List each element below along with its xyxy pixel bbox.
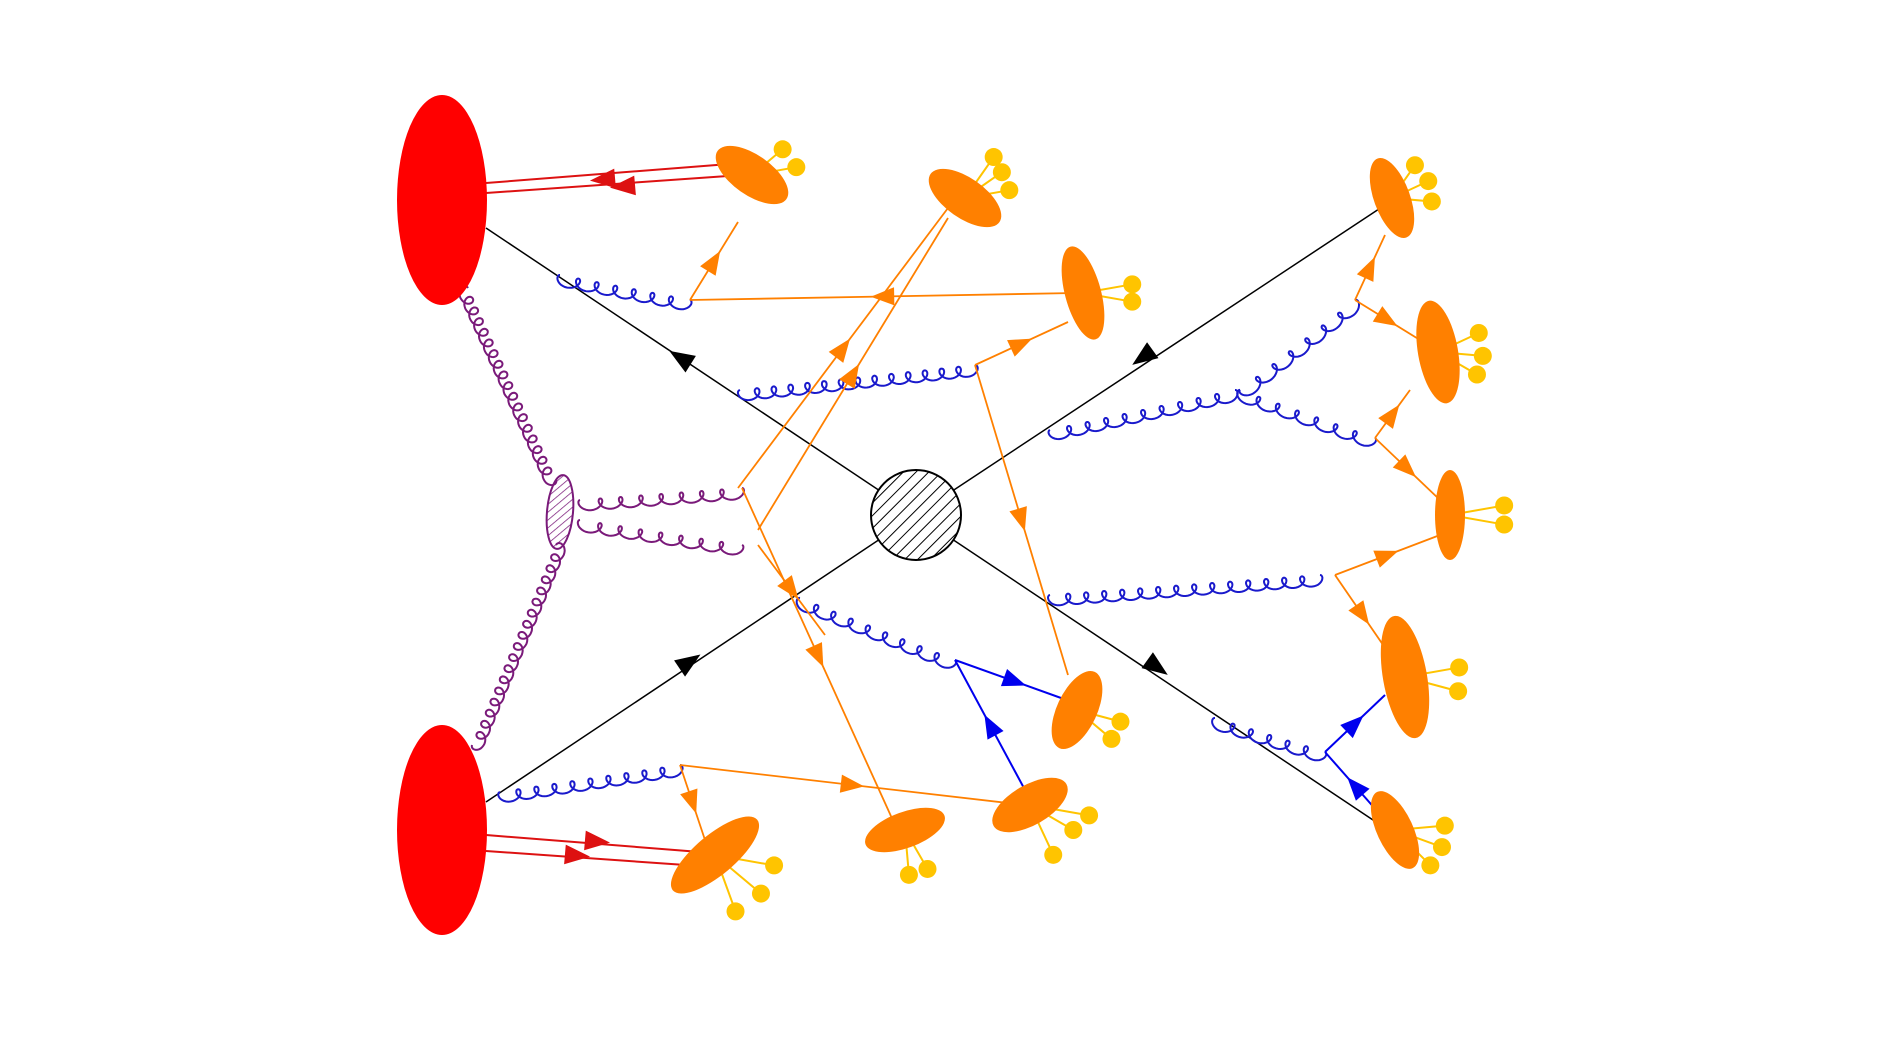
parton-line-5-arrowhead — [839, 364, 860, 389]
blue-quark-2-arrowhead — [984, 714, 1004, 740]
final-state-particle — [1419, 172, 1438, 191]
final-state-particle — [992, 163, 1011, 182]
final-state-particle — [1495, 515, 1514, 534]
final-state-particle — [1123, 275, 1142, 294]
final-state-particle — [1044, 845, 1063, 864]
parton-line-10-arrowhead — [680, 788, 698, 814]
beam-remnant-arrow-1 — [589, 168, 616, 189]
beam-remnant-arrow-2 — [609, 175, 636, 196]
final-state-particle — [918, 859, 937, 878]
hadron-cluster-3 — [1061, 246, 1105, 340]
final-state-particle — [1064, 821, 1083, 839]
parton-line-1-arrowhead — [700, 251, 721, 276]
hadron-cluster-2 — [928, 168, 1002, 228]
parton-line-12-arrowhead — [1372, 306, 1398, 327]
final-state-particle — [1123, 292, 1142, 311]
blue-quark-4-arrowhead — [1347, 777, 1370, 801]
parton-line-4-arrowhead — [828, 338, 851, 363]
final-state-particle — [1405, 156, 1424, 175]
incoming-quark-bottom — [485, 514, 917, 803]
final-state-particle — [1450, 658, 1469, 677]
final-state-particle — [1432, 838, 1451, 857]
hadron-cluster-9 — [1051, 671, 1103, 749]
parton-line-13-arrowhead — [1378, 404, 1400, 429]
final-state-particle — [1080, 806, 1099, 825]
final-state-particle — [1102, 729, 1121, 748]
final-state-particle — [899, 865, 918, 884]
parton-line-2-arrowhead — [870, 287, 895, 306]
final-state-particle — [726, 902, 745, 921]
gluon-5 — [1236, 388, 1377, 447]
hadron-cluster-4 — [1369, 158, 1415, 238]
final-state-particle — [787, 158, 806, 177]
final-state-particle — [1435, 816, 1454, 835]
proton-bottom — [397, 725, 487, 935]
gluon-8 — [497, 764, 684, 803]
hadron-cluster-11 — [865, 807, 945, 853]
quark-arrow-1 — [669, 350, 696, 373]
purple-gluon-bottom — [470, 542, 566, 751]
parton-line-9-arrowhead — [839, 774, 865, 793]
gluon-9 — [1211, 717, 1328, 762]
quark-arrow-4 — [1141, 652, 1168, 675]
outgoing-quark-lower — [915, 514, 1386, 829]
final-state-particle — [1422, 192, 1441, 211]
blue-quark-1-arrowhead — [1000, 668, 1027, 687]
quark-arrow-3 — [1132, 342, 1159, 365]
beam-remnant-bottom-2 — [485, 850, 701, 867]
final-state-particle — [1473, 346, 1492, 365]
beam-remnant-arrow-4 — [564, 844, 591, 865]
hadron-cluster-7 — [1380, 615, 1430, 739]
gluon-3 — [1047, 389, 1239, 441]
final-state-particle — [1421, 856, 1440, 875]
purple-gluon-out-2 — [576, 519, 745, 556]
hadron-cluster-10 — [992, 777, 1068, 833]
gluon-2 — [736, 364, 979, 402]
final-state-particle — [1467, 365, 1486, 384]
final-state-particle — [1495, 496, 1514, 515]
final-state-particle — [765, 856, 784, 875]
parton-line-8-arrowhead — [1009, 506, 1027, 532]
hadron-cluster-5 — [1416, 300, 1460, 404]
final-state-particle — [984, 148, 1003, 167]
final-state-particle — [773, 140, 792, 159]
parton-line-7-arrowhead — [777, 575, 799, 600]
parton-line-3-arrowhead — [1007, 338, 1033, 357]
purple-gluon-out-1 — [577, 487, 746, 512]
gluon-6 — [1046, 574, 1324, 607]
quark-arrow-2 — [674, 654, 701, 677]
final-state-particle — [1000, 181, 1019, 200]
secondary-interaction-blob — [545, 474, 575, 550]
parton-line-14-arrowhead — [1392, 454, 1416, 478]
gluon-1 — [556, 274, 693, 311]
beam-remnant-arrow-3 — [584, 830, 611, 851]
blue-quark-3-arrowhead — [1340, 715, 1364, 739]
shape-layer — [397, 95, 1514, 935]
hadron-cluster-1 — [715, 145, 789, 205]
proton-top — [397, 95, 487, 305]
purple-gluon-top — [458, 285, 558, 487]
final-state-particle — [1469, 323, 1488, 342]
parton-line-16-arrowhead — [1348, 600, 1370, 625]
final-state-particle — [751, 884, 770, 903]
hadron-cluster-8 — [1370, 791, 1420, 869]
gluon-7 — [795, 596, 958, 669]
arrow-layer — [564, 168, 1416, 865]
gluon-4 — [1238, 298, 1360, 397]
hadron-cluster-6 — [1435, 470, 1465, 560]
parton-line-11-arrowhead — [1356, 256, 1375, 282]
hard-scattering-blob — [870, 469, 962, 561]
hadron-cluster-12 — [670, 816, 760, 894]
final-state-particle — [1449, 682, 1468, 701]
final-state-particle — [1111, 712, 1130, 731]
parton-line-6-arrowhead — [805, 642, 824, 668]
parton-line-15-arrowhead — [1373, 550, 1399, 568]
